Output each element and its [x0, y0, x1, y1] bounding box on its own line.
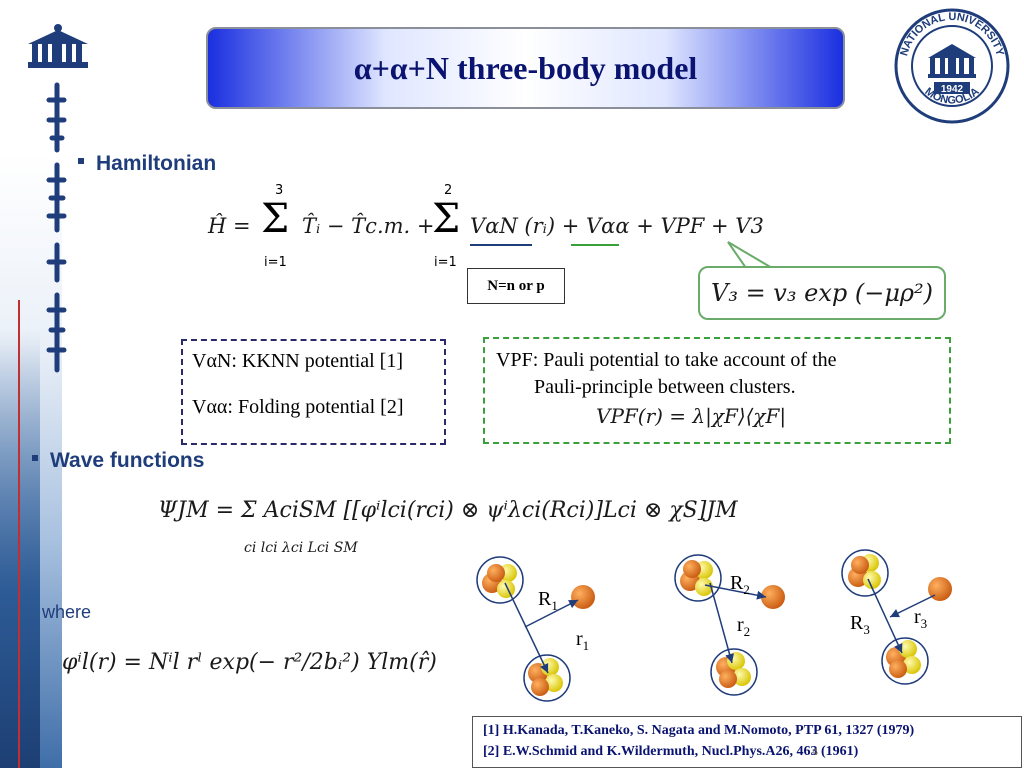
references-box: [1] H.Kanada, T.Kaneko, S. Nagata and M.…	[472, 716, 1022, 768]
university-building-logo	[28, 24, 88, 68]
vpf-text-1: : Pauli potential to take account of the	[532, 349, 837, 371]
wave-functions-heading-text: Wave functions	[50, 449, 205, 472]
vaa-underline	[571, 244, 619, 246]
vpf-text-2: Pauli-principle between clusters.	[534, 376, 796, 398]
sum1-sigma: Σ	[261, 196, 290, 242]
wave-function-formula: ΨJM = Σ AciSM [[φⁱlci(rci) ⊗ ψⁱλci(Rci)]…	[150, 488, 870, 568]
wave-function-expression: ΨJM = Σ AciSM [[φⁱlci(rci) ⊗ ψⁱλci(Rci)]…	[158, 498, 738, 523]
v3-formula: V₃ = v₃ exp (−μρ²)	[710, 279, 934, 307]
sum2-sigma: Σ	[432, 196, 461, 242]
label-r3-sub: 3	[920, 616, 928, 631]
vaa-text: : Folding potential [2]	[227, 396, 404, 418]
mongolian-script-graphic	[46, 82, 67, 373]
wave-functions-heading: Wave functions	[32, 449, 204, 473]
diagram-2	[674, 554, 785, 696]
nucleon-note: N=n or p	[467, 268, 565, 304]
reference-1: [1] H.Kanada, T.Kaneko, S. Nagata and M.…	[483, 723, 915, 738]
label-R2-main: R	[730, 572, 744, 594]
reference-2: [2] E.W.Schmid and K.Wildermuth, Nucl.Ph…	[483, 744, 859, 759]
label-R3-sub: 3	[863, 622, 870, 637]
hamiltonian-heading-text: Hamiltonian	[96, 152, 217, 175]
label-r1: r1	[576, 628, 589, 654]
label-R2-sub: 2	[743, 582, 750, 597]
vpf-label: VPF	[496, 349, 533, 371]
where-label: where	[42, 602, 92, 622]
label-r2: r2	[737, 614, 750, 640]
bullet-square	[32, 455, 38, 462]
van-line: VαN: KKNN potential [1]	[192, 350, 403, 373]
label-r2-main: r	[737, 614, 744, 636]
potentials-box	[181, 339, 446, 445]
vpf-line1: VPF: Pauli potential to take account of …	[496, 349, 837, 372]
label-R3-main: R	[850, 612, 864, 634]
title-banner: α+α+N three-body model	[206, 27, 845, 109]
pauli-potential-box	[483, 337, 951, 444]
van-text: : KKNN potential [1]	[231, 350, 404, 372]
label-r1-sub: 1	[582, 638, 590, 653]
seal-year: 1942	[941, 84, 964, 95]
kinetic-terms: T̂ᵢ − T̂c.m. +	[302, 214, 435, 238]
label-r3-main: r	[914, 606, 921, 628]
vaa-line: Vαα: Folding potential [2]	[192, 396, 404, 419]
sum1-upper: 3	[275, 183, 284, 198]
page-number: 4	[812, 744, 818, 758]
label-r1-main: r	[576, 628, 583, 650]
label-R1-sub: 1	[551, 598, 558, 613]
wave-function-sum-subscript: ci lci λci Lci SM	[244, 540, 358, 556]
hamiltonian-heading: Hamiltonian	[78, 152, 216, 176]
sum1-lower: i=1	[264, 255, 287, 270]
van-label: VαN	[192, 350, 232, 372]
v3-formula-box: V₃ = v₃ exp (−μρ²)	[698, 266, 946, 320]
sum2-upper: 2	[444, 183, 453, 198]
bullet-square	[78, 158, 84, 165]
hamiltonian-lhs: Ĥ =	[208, 214, 251, 238]
university-seal: NATIONAL UNIVERSITY MONGOLIA 1942	[894, 8, 1010, 124]
sidebar-swoosh	[0, 330, 40, 768]
label-r2-sub: 2	[743, 624, 751, 639]
diagram-3	[841, 549, 952, 685]
vaa-label: Vαα	[192, 396, 228, 418]
label-R3: R3	[850, 612, 870, 638]
slide-title: α+α+N three-body model	[353, 49, 698, 86]
sum2-lower: i=1	[434, 255, 457, 270]
label-R1-main: R	[538, 588, 552, 610]
potential-terms: VαN (rᵢ) + Vαα + VPF + V3	[470, 214, 764, 238]
van-underline	[470, 244, 532, 246]
label-r3: r3	[914, 606, 927, 632]
cluster-coordinate-diagrams	[476, 549, 952, 702]
label-R2: R2	[730, 572, 750, 598]
sidebar-red-line	[18, 300, 20, 768]
diagram-1	[476, 556, 595, 702]
basis-function-formula: φⁱl(r) = Nⁱl rˡ exp(− r²/2bᵢ²) Ylm(r̂)	[62, 650, 437, 675]
vpf-formula: VPF(r) = λ|χF⟩⟨χF|	[596, 404, 787, 428]
label-R1: R1	[538, 588, 558, 614]
